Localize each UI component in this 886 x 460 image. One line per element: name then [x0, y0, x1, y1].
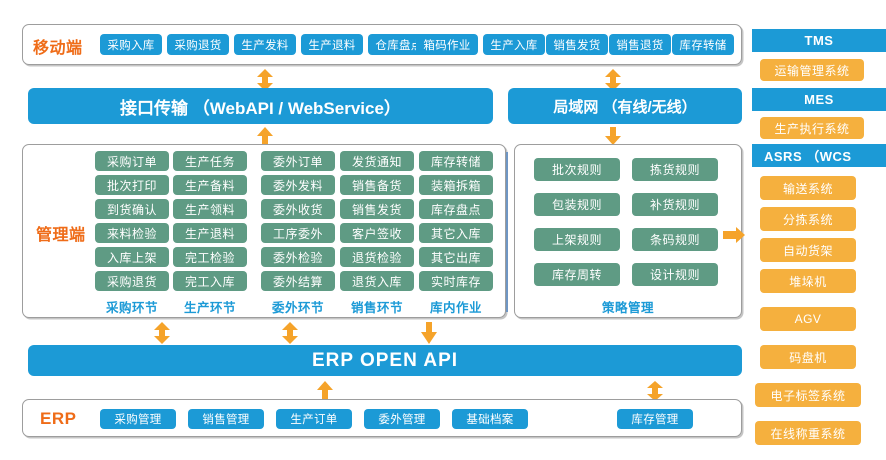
sidebar-asrs-item-5[interactable]: 码盘机	[760, 345, 856, 369]
mobile-item-8[interactable]: 销售退货	[609, 34, 671, 55]
arrow-mobile-to-lan	[604, 69, 622, 91]
mgmt-col0-item2[interactable]: 到货确认	[95, 199, 169, 219]
mgmt-col4-item4[interactable]: 其它出库	[419, 247, 493, 267]
mgmt-col1-item3[interactable]: 生产退料	[173, 223, 247, 243]
strategy-item-7[interactable]: 设计规则	[632, 263, 718, 286]
strategy-item-2[interactable]: 包装规则	[534, 193, 620, 216]
mgmt-col4-item0[interactable]: 库存转储	[419, 151, 493, 171]
mobile-item-3[interactable]: 生产退料	[301, 34, 363, 55]
panel-divider	[506, 152, 508, 312]
mobile-item-2[interactable]: 生产发料	[234, 34, 296, 55]
erp-open-api-bar[interactable]: ERP OPEN API	[28, 345, 742, 376]
arrow-mobile-to-api	[256, 69, 274, 91]
mobile-terminal-label: 移动端	[33, 40, 83, 57]
mgmt-col0-item5[interactable]: 采购退货	[95, 271, 169, 291]
mgmt-col3-item0[interactable]: 发货通知	[340, 151, 414, 171]
sidebar-asrs-item-4[interactable]: AGV	[760, 307, 856, 331]
mobile-item-9[interactable]: 库存转储	[672, 34, 734, 55]
sidebar-asrs-item-2[interactable]: 自动货架	[760, 238, 856, 262]
strategy-item-1[interactable]: 拣货规则	[632, 158, 718, 181]
strategy-item-0[interactable]: 批次规则	[534, 158, 620, 181]
erp-item-2[interactable]: 生产订单	[276, 409, 352, 429]
mobile-item-6[interactable]: 生产入库	[483, 34, 545, 55]
mgmt-col2-item3[interactable]: 工序委外	[261, 223, 335, 243]
mobile-item-4[interactable]: 仓库盘点	[368, 34, 430, 55]
mgmt-col1-item1[interactable]: 生产备料	[173, 175, 247, 195]
mgmt-col3-caption: 销售环节	[350, 301, 403, 315]
mgmt-col4-caption: 库内作业	[429, 301, 482, 315]
sidebar-asrs-item-3[interactable]: 堆垛机	[760, 269, 856, 293]
mobile-item-1[interactable]: 采购退货	[167, 34, 229, 55]
arrow-management-to-openapi-3	[420, 322, 438, 344]
arrow-openapi-to-erp-1	[316, 381, 334, 399]
mgmt-col4-item2[interactable]: 库存盘点	[419, 199, 493, 219]
mgmt-col1-item4[interactable]: 完工检验	[173, 247, 247, 267]
erp-item-0[interactable]: 采购管理	[100, 409, 176, 429]
mgmt-col1-item5[interactable]: 完工入库	[173, 271, 247, 291]
sidebar-header-mes[interactable]: MES	[752, 88, 886, 111]
mgmt-col2-item1[interactable]: 委外发料	[261, 175, 335, 195]
sidebar-asrs-item-1[interactable]: 分拣系统	[760, 207, 856, 231]
mgmt-col1-item2[interactable]: 生产领料	[173, 199, 247, 219]
strategy-item-5[interactable]: 条码规则	[632, 228, 718, 251]
sidebar-mes-item-0[interactable]: 生产执行系统	[760, 117, 864, 139]
mgmt-col2-item0[interactable]: 委外订单	[261, 151, 335, 171]
strategy-caption: 策略管理	[601, 301, 654, 315]
arrow-management-to-openapi-2	[281, 322, 299, 344]
arrow-strategy-to-sidebar	[723, 226, 745, 244]
erp-label: ERP	[40, 409, 77, 428]
mgmt-col3-item5[interactable]: 退货入库	[340, 271, 414, 291]
strategy-item-6[interactable]: 库存周转	[534, 263, 620, 286]
mgmt-col3-item2[interactable]: 销售发货	[340, 199, 414, 219]
arrow-openapi-to-erp-2	[646, 381, 664, 401]
mobile-item-0[interactable]: 采购入库	[100, 34, 162, 55]
erp-item-inventory[interactable]: 库存管理	[617, 409, 693, 429]
mgmt-col3-item3[interactable]: 客户签收	[340, 223, 414, 243]
sidebar-asrs-item-7[interactable]: 在线称重系统	[755, 421, 861, 445]
mgmt-col2-item4[interactable]: 委外检验	[261, 247, 335, 267]
mgmt-col0-item4[interactable]: 入库上架	[95, 247, 169, 267]
mgmt-col4-item5[interactable]: 实时库存	[419, 271, 493, 291]
sidebar-header-asrs[interactable]: ASRS （WCS	[752, 144, 886, 167]
sidebar-tms-item-0[interactable]: 运输管理系统	[760, 59, 864, 81]
mobile-item-5[interactable]: 箱码作业	[416, 34, 478, 55]
strategy-item-4[interactable]: 上架规则	[534, 228, 620, 251]
strategy-item-3[interactable]: 补货规则	[632, 193, 718, 216]
sidebar-asrs-item-6[interactable]: 电子标签系统	[755, 383, 861, 407]
mgmt-col2-item5[interactable]: 委外结算	[261, 271, 335, 291]
erp-item-1[interactable]: 销售管理	[188, 409, 264, 429]
mgmt-col1-item0[interactable]: 生产任务	[173, 151, 247, 171]
management-label: 管理端	[36, 227, 86, 244]
mgmt-col3-item4[interactable]: 退货检验	[340, 247, 414, 267]
api-transmission-bar[interactable]: 接口传输 （WebAPI / WebService）	[28, 88, 493, 124]
mgmt-col3-item1[interactable]: 销售备货	[340, 175, 414, 195]
sidebar-asrs-item-0[interactable]: 输送系统	[760, 176, 856, 200]
arrow-api-to-management	[256, 127, 274, 145]
arrow-lan-to-strategy	[604, 127, 622, 145]
erp-item-3[interactable]: 委外管理	[364, 409, 440, 429]
mgmt-col1-caption: 生产环节	[183, 301, 236, 315]
arrow-management-to-openapi-1	[153, 322, 171, 344]
mobile-item-7[interactable]: 销售发货	[546, 34, 608, 55]
mgmt-col0-item3[interactable]: 来料检验	[95, 223, 169, 243]
mgmt-col2-caption: 委外环节	[271, 301, 324, 315]
mgmt-col0-caption: 采购环节	[105, 301, 158, 315]
erp-item-4[interactable]: 基础档案	[452, 409, 528, 429]
mgmt-col4-item1[interactable]: 装箱拆箱	[419, 175, 493, 195]
mgmt-col2-item2[interactable]: 委外收货	[261, 199, 335, 219]
sidebar-header-tms[interactable]: TMS	[752, 29, 886, 52]
mgmt-col0-item0[interactable]: 采购订单	[95, 151, 169, 171]
mgmt-col4-item3[interactable]: 其它入库	[419, 223, 493, 243]
lan-bar[interactable]: 局域网 （有线/无线）	[508, 88, 742, 124]
mgmt-col0-item1[interactable]: 批次打印	[95, 175, 169, 195]
